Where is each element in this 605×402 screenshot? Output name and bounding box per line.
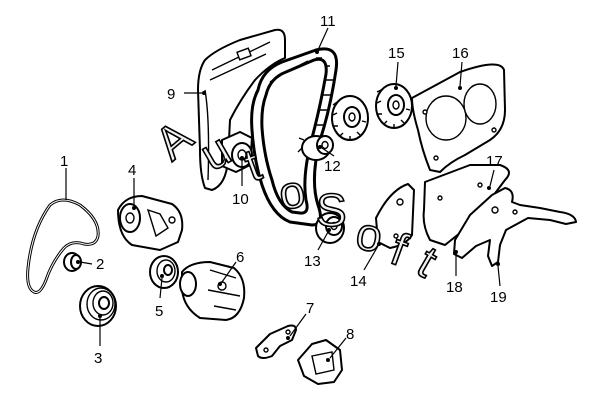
watermark-letter: o — [275, 164, 309, 220]
callout-15: 15 — [388, 45, 405, 62]
part-bracket — [453, 187, 577, 267]
callout-1: 1 — [60, 153, 68, 170]
callout-7: 7 — [306, 300, 314, 317]
callout-11: 11 — [320, 13, 336, 30]
part-tensioner — [221, 131, 253, 173]
part-rear-timing-cover — [411, 63, 506, 173]
callout-16: 16 — [452, 45, 469, 62]
part-upper-timing-cover — [197, 28, 286, 191]
callout-5: 5 — [155, 303, 163, 320]
callout-10: 10 — [232, 191, 249, 208]
callout-18: 18 — [446, 279, 463, 296]
part-alternator — [179, 261, 246, 321]
callout-4: 4 — [128, 162, 136, 179]
callout-17: 17 — [486, 153, 503, 170]
part-timing-belt — [250, 47, 339, 227]
callout-13: 13 — [304, 253, 321, 270]
part-crank-pulley — [79, 285, 117, 327]
callout-12: 12 — [324, 158, 341, 175]
part-steering-pump — [117, 195, 184, 251]
callout-2: 2 — [96, 256, 104, 273]
part-small-bracket — [255, 324, 297, 359]
callout-14: 14 — [350, 273, 367, 290]
part-aux-belt — [26, 198, 100, 294]
callout-9: 9 — [167, 86, 175, 103]
part-mount-bracket — [297, 339, 343, 385]
watermark-letter: S — [316, 184, 347, 236]
leader-lines — [65, 27, 501, 362]
part-pulley-5 — [149, 255, 179, 289]
callout-6: 6 — [236, 249, 244, 266]
part-drive-gear — [297, 135, 334, 161]
callout-8: 8 — [346, 326, 354, 343]
watermark-letter: t — [409, 236, 446, 288]
callout-labels: 1 2 3 4 5 6 7 8 9 10 11 12 13 14 15 16 1… — [60, 13, 507, 367]
part-gasket-plate — [375, 183, 415, 249]
callout-19: 19 — [490, 289, 507, 306]
part-camshaft-pulleys — [331, 83, 413, 141]
callout-3: 3 — [94, 350, 102, 367]
part-crank-sprocket — [315, 212, 345, 244]
watermark-letter: o — [352, 207, 386, 263]
